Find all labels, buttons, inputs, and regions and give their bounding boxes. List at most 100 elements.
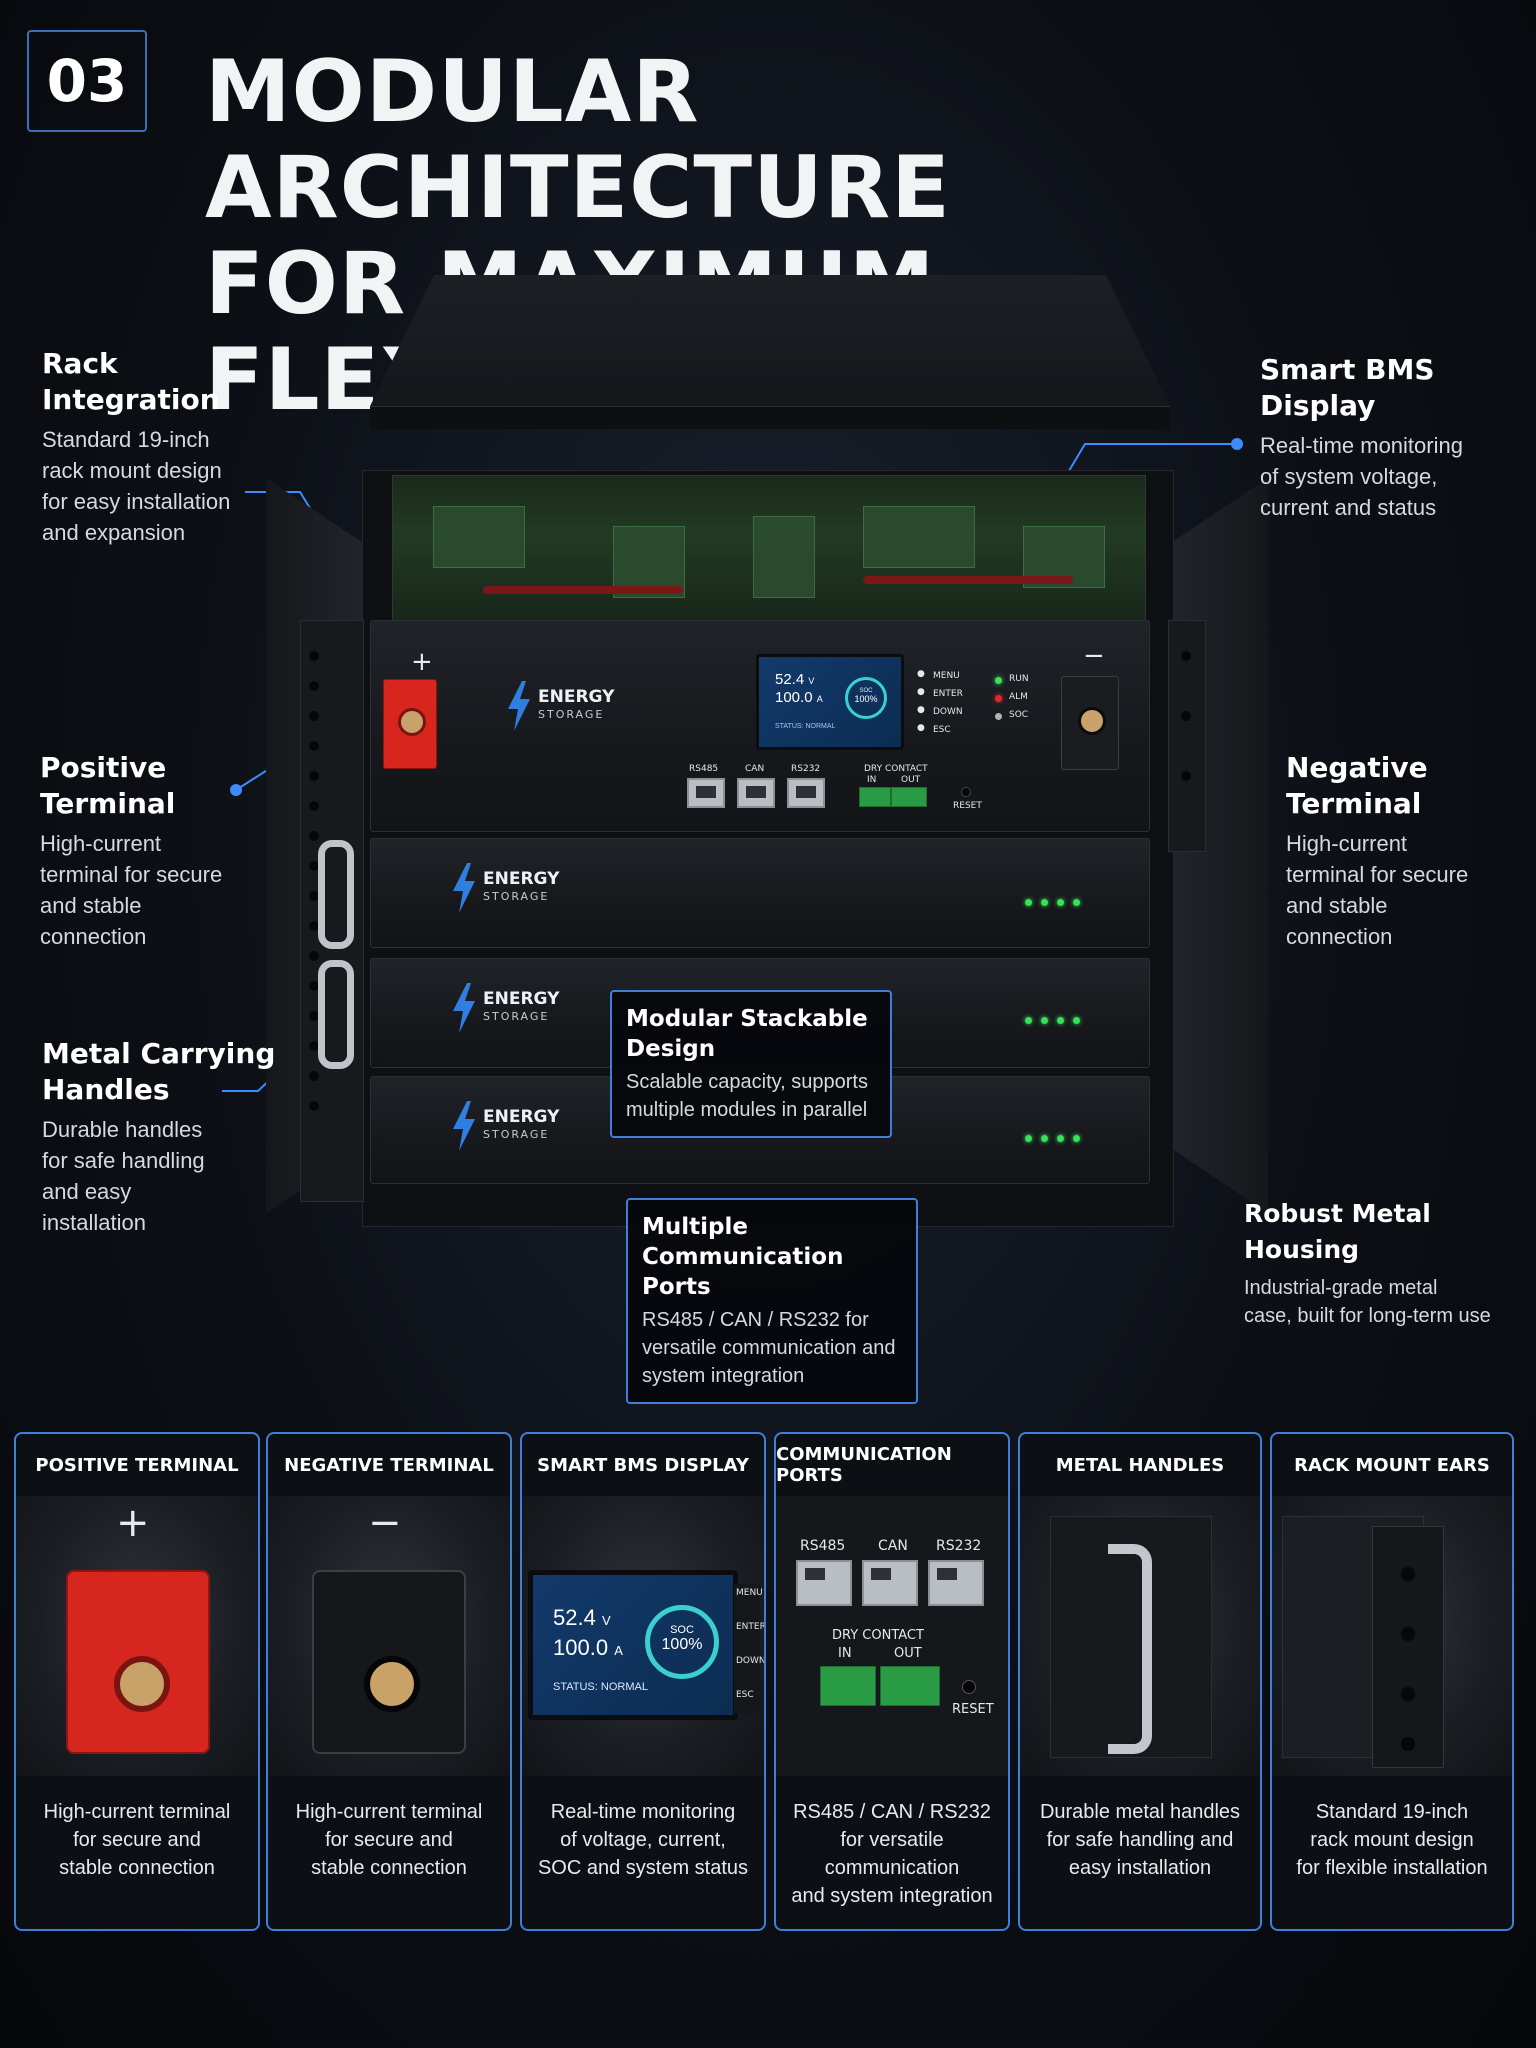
down-button[interactable]: DOWN bbox=[933, 707, 963, 717]
card-title: RACK MOUNT EARS bbox=[1294, 1454, 1490, 1476]
lcd-current: 100.0 bbox=[775, 689, 813, 706]
alm-label: ALM bbox=[1009, 692, 1028, 702]
esc-button[interactable]: ESC bbox=[933, 725, 951, 735]
page-title-line1: MODULAR ARCHITECTURE bbox=[205, 42, 951, 238]
rs232-port[interactable] bbox=[928, 1560, 984, 1606]
lcd-soc-value: 100% bbox=[661, 1636, 703, 1653]
callout-line: versatile communication and bbox=[642, 1337, 896, 1359]
rs232-port[interactable] bbox=[787, 778, 825, 808]
card-desc-line: RS485 / CAN / RS232 bbox=[793, 1801, 991, 1823]
carrying-handle-top bbox=[318, 840, 354, 949]
dry-in-label: IN bbox=[867, 775, 877, 785]
callout-line: rack mount design bbox=[42, 458, 222, 483]
card-desc-line: stable connection bbox=[311, 1857, 467, 1879]
callout-line: for safe handling bbox=[42, 1148, 205, 1173]
run-label: RUN bbox=[1009, 674, 1029, 684]
can-port[interactable] bbox=[737, 778, 775, 808]
carrying-handle-bottom bbox=[318, 960, 354, 1069]
callout-line: for easy installation bbox=[42, 489, 231, 514]
card-title: SMART BMS DISPLAY bbox=[537, 1454, 749, 1476]
card-image: − bbox=[268, 1496, 510, 1776]
callout-line: installation bbox=[42, 1210, 146, 1235]
callout-line: connection bbox=[40, 924, 147, 949]
reset-button[interactable] bbox=[961, 787, 971, 797]
card-desc-line: stable connection bbox=[59, 1857, 215, 1879]
can-label: CAN bbox=[745, 764, 765, 774]
card-desc-line: of voltage, current, bbox=[560, 1829, 726, 1851]
callout-line: Standard 19-inch bbox=[42, 427, 210, 452]
lcd-closeup: 52.4 V 100.0 A SOC 100% STATUS: NORMAL bbox=[528, 1570, 738, 1720]
rs485-port[interactable] bbox=[687, 778, 725, 808]
lcd-voltage-unit: V bbox=[808, 676, 815, 686]
card-desc-line: for secure and bbox=[73, 1829, 201, 1851]
dry-contact-out-connector[interactable] bbox=[880, 1666, 940, 1706]
card-desc-line: easy installation bbox=[1068, 1857, 1212, 1879]
card-desc-line: for secure and bbox=[325, 1829, 453, 1851]
callout-smart-bms: Smart BMS Display Real-time monitoring o… bbox=[1260, 352, 1520, 523]
lcd-current-unit: A bbox=[614, 1643, 623, 1658]
lightning-icon bbox=[453, 983, 475, 1033]
lcd-status: STATUS: NORMAL bbox=[553, 1681, 648, 1693]
alm-led bbox=[995, 695, 1002, 702]
callout-line: case, built for long-term use bbox=[1244, 1305, 1491, 1327]
card-desc-line: Durable metal handles bbox=[1039, 1801, 1241, 1823]
card-desc-line: for safe handling and bbox=[1046, 1829, 1234, 1851]
card-desc-line: rack mount design bbox=[1310, 1829, 1474, 1851]
card-title: COMMUNICATION PORTS bbox=[776, 1444, 952, 1486]
callout-title: Handles bbox=[42, 1073, 170, 1106]
lcd-voltage: 52.4 bbox=[553, 1605, 596, 1630]
brand-line1: ENERGY bbox=[483, 989, 560, 1009]
callout-title: Metal Carrying bbox=[42, 1037, 276, 1070]
module-led bbox=[1073, 899, 1080, 906]
dry-out-label: OUT bbox=[894, 1646, 922, 1661]
callout-line: terminal for secure bbox=[40, 862, 223, 887]
brand-line1: ENERGY bbox=[483, 1107, 560, 1127]
module-led bbox=[1057, 899, 1064, 906]
can-label: CAN bbox=[878, 1538, 908, 1554]
leader-dot-positive bbox=[230, 784, 242, 796]
callout-line: Scalable capacity, supports bbox=[626, 1071, 868, 1093]
brand-line2: STORAGE bbox=[538, 708, 605, 721]
module-led bbox=[1057, 1017, 1064, 1024]
callout-title: Positive Terminal bbox=[40, 751, 176, 820]
dry-in-label: IN bbox=[838, 1646, 852, 1661]
brand-line2: STORAGE bbox=[483, 1010, 550, 1023]
enter-button[interactable]: ENTER bbox=[933, 689, 963, 699]
minus-label: − bbox=[1083, 641, 1105, 671]
rs485-label: RS485 bbox=[800, 1538, 846, 1554]
card-image: 52.4 V 100.0 A SOC 100% STATUS: NORMAL M… bbox=[522, 1496, 764, 1776]
brand-line2: STORAGE bbox=[483, 1128, 550, 1141]
callout-title: Rack Integration bbox=[42, 347, 220, 416]
section-number: 03 bbox=[46, 47, 128, 115]
callout-line: and stable bbox=[40, 893, 142, 918]
minus-label: − bbox=[368, 1500, 402, 1546]
leader-dot-bms bbox=[1231, 438, 1243, 450]
card-desc-line: and system integration bbox=[791, 1885, 993, 1907]
callout-modular-design: Modular Stackable Design Scalable capaci… bbox=[610, 990, 892, 1138]
callout-title: Modular Stackable Design bbox=[626, 1006, 868, 1062]
card-rack-mount-ears: RACK MOUNT EARS Standard 19-inch rack mo… bbox=[1270, 1432, 1514, 1931]
negative-terminal bbox=[1061, 676, 1119, 770]
dry-contact-in-connector[interactable] bbox=[820, 1666, 876, 1706]
callout-line: multiple modules in parallel bbox=[626, 1099, 868, 1121]
card-title: METAL HANDLES bbox=[1055, 1454, 1225, 1476]
lcd-current: 100.0 bbox=[553, 1635, 609, 1660]
card-desc-line: Standard 19-inch bbox=[1315, 1801, 1469, 1823]
rack-ear-closeup bbox=[1372, 1526, 1444, 1768]
lcd-status: STATUS: NORMAL bbox=[775, 723, 836, 730]
positive-terminal-closeup bbox=[66, 1570, 210, 1754]
reset-label: RESET bbox=[953, 801, 982, 811]
enter-label: ENTER bbox=[736, 1622, 766, 1632]
dry-contact-out-connector[interactable] bbox=[891, 787, 927, 807]
module-led bbox=[1041, 899, 1048, 906]
menu-button[interactable]: MENU bbox=[933, 671, 960, 681]
callout-line: Durable handles bbox=[42, 1117, 203, 1142]
dry-contact-label: DRY CONTACT bbox=[832, 1628, 924, 1643]
card-negative-terminal: NEGATIVE TERMINAL − High-current termina… bbox=[266, 1432, 512, 1931]
dry-contact-in-connector[interactable] bbox=[859, 787, 891, 807]
rs485-port[interactable] bbox=[796, 1560, 852, 1606]
reset-button[interactable] bbox=[962, 1680, 976, 1694]
lightning-icon bbox=[453, 863, 475, 913]
can-port[interactable] bbox=[862, 1560, 918, 1606]
